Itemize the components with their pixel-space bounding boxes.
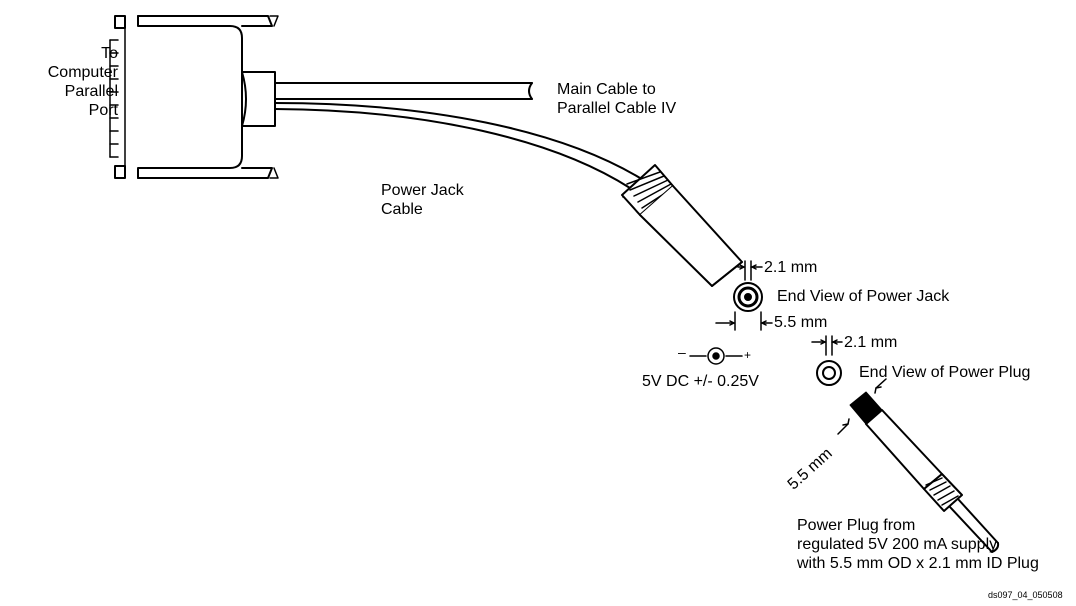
computer-port-label: To Computer Parallel Port <box>47 45 118 119</box>
power-plug-from-label: Power Plug from regulated 5V 200 mA supp… <box>797 517 1039 572</box>
plug-end-view <box>816 360 842 386</box>
jack-id-dimension <box>737 260 763 281</box>
jack-id-dim-label: 2.1 mm <box>764 259 818 276</box>
main-cable <box>274 82 533 100</box>
db25-connector <box>109 15 279 179</box>
power-plug <box>849 391 1000 553</box>
jack-od-dimension <box>715 311 773 331</box>
figure-id: ds097_04_050508 <box>988 590 1063 600</box>
plug-id-dimension <box>811 335 843 356</box>
power-jack-cable-label: Power Jack Cable <box>381 182 464 218</box>
jack-end-view <box>733 282 763 312</box>
jack-od-dim-label: 5.5 mm <box>774 314 828 331</box>
polarity-symbol <box>689 347 743 365</box>
polarity-minus: – <box>678 344 686 360</box>
power-jack-cable <box>274 102 641 189</box>
plug-end-view-label: End View of Power Plug <box>859 364 1031 381</box>
jack-end-view-label: End View of Power Jack <box>777 288 950 305</box>
polarity-label: 5V DC +/- 0.25V <box>642 373 759 390</box>
plug-od-dimension <box>837 378 887 435</box>
polarity-plus: + <box>744 348 752 362</box>
main-cable-label: Main Cable to Parallel Cable IV <box>557 81 677 117</box>
plug-id-dim-label: 2.1 mm <box>844 334 898 351</box>
power-jack <box>621 164 743 287</box>
